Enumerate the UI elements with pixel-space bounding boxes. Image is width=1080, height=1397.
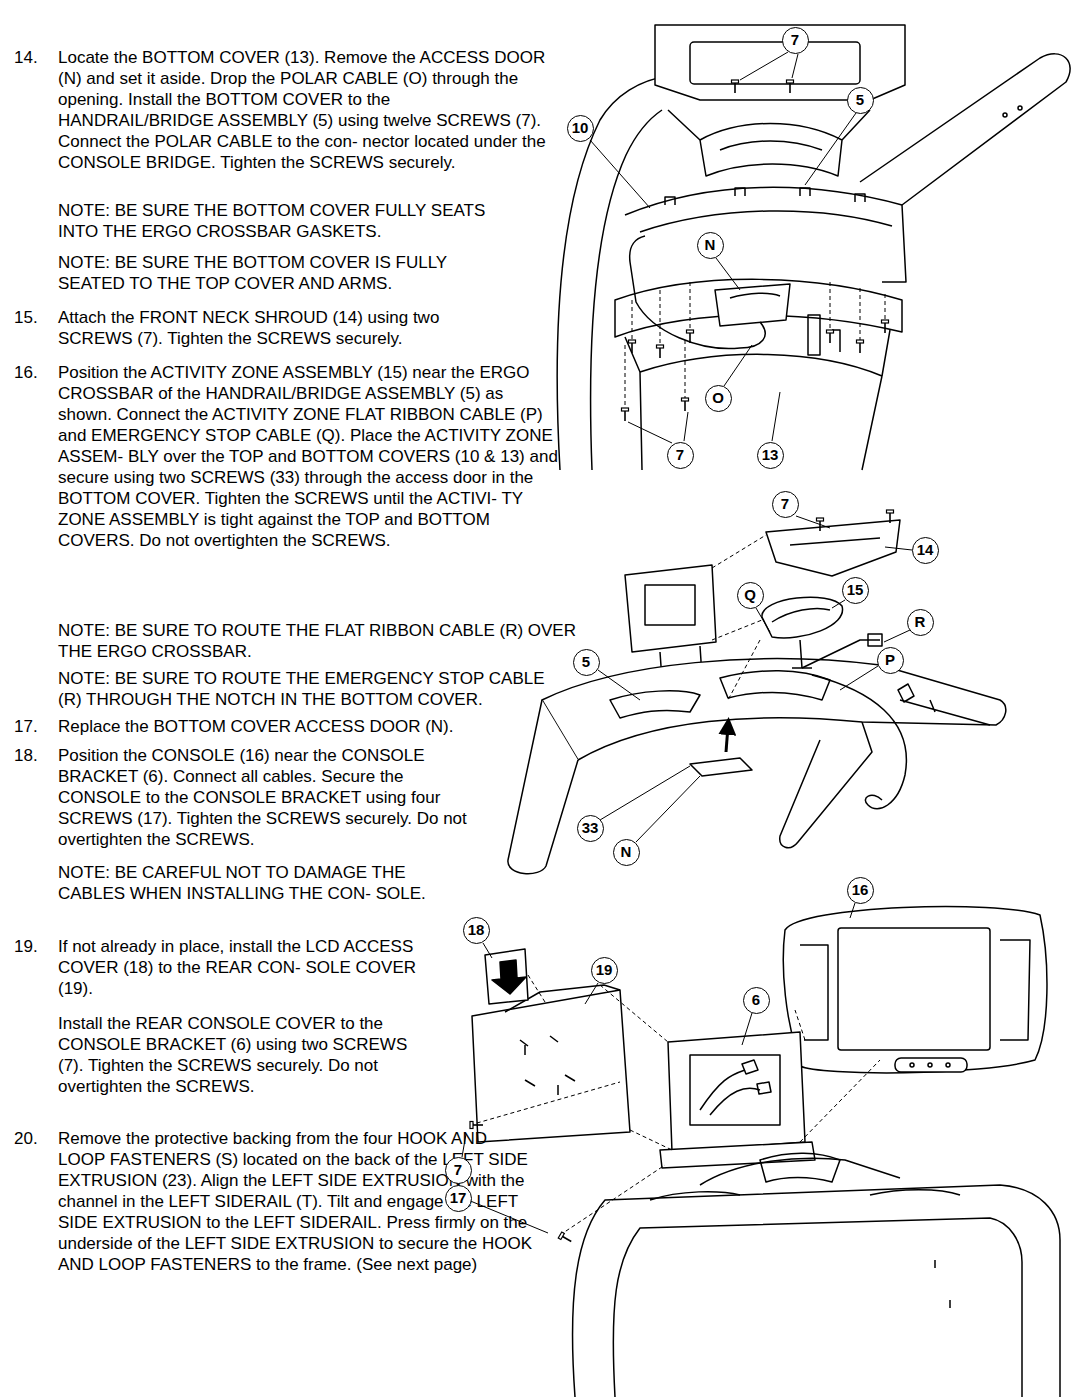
leader-lines — [462, 52, 912, 1233]
callout-number: R — [907, 609, 934, 636]
callout-number: 5 — [847, 87, 874, 114]
callout-number: 17 — [445, 1185, 472, 1212]
callout-number: 16 — [847, 877, 874, 904]
screws — [817, 510, 894, 531]
instruction-text: Locate the BOTTOM COVER (13). Remove the… — [58, 47, 548, 173]
step-number: 15. — [14, 307, 54, 328]
console-view — [470, 907, 1060, 1397]
wrap-spacer — [483, 530, 558, 614]
instruction-text: NOTE: BE SURE TO ROUTE THE EMERGENCY STO… — [58, 668, 548, 710]
screws — [622, 80, 889, 421]
callout-number: 7 — [782, 27, 809, 54]
callout-number: N — [613, 839, 640, 866]
instruction-text: If not already in place, install the LCD… — [58, 936, 418, 999]
step-number: 20. — [14, 1128, 54, 1149]
callout-number: 18 — [463, 917, 490, 944]
callout-number: 7 — [667, 442, 694, 469]
callout-number: O — [705, 385, 732, 412]
callout-number: P — [877, 647, 904, 674]
instruction-text: NOTE: BE SURE THE BOTTOM COVER FULLY SEA… — [58, 200, 528, 242]
callout-number: 7 — [772, 491, 799, 518]
callout-number: Q — [737, 582, 764, 609]
callout-number: 10 — [567, 115, 594, 142]
activity-zone-view — [508, 520, 1006, 874]
wrap-spacer — [433, 1275, 533, 1359]
callout-number: 14 — [912, 537, 939, 564]
instruction-text: Position the ACTIVITY ZONE ASSEMBLY (15)… — [58, 362, 558, 614]
step-number: 16. — [14, 362, 54, 383]
instruction-text: Replace the BOTTOM COVER ACCESS DOOR (N)… — [58, 716, 508, 737]
step-number: 14. — [14, 47, 54, 68]
callout-number: 6 — [743, 987, 770, 1014]
step-number: 19. — [14, 936, 54, 957]
step-number: 18. — [14, 745, 54, 766]
instruction-text: NOTE: BE SURE TO ROUTE THE FLAT RIBBON C… — [58, 620, 583, 662]
instruction-text: Position the CONSOLE (16) near the CONSO… — [58, 745, 478, 850]
instruction-text: NOTE: BE CAREFUL NOT TO DAMAGE THE CABLE… — [58, 862, 448, 904]
callout-number: 5 — [573, 649, 600, 676]
callout-number: 33 — [577, 815, 604, 842]
callout-number: 15 — [842, 577, 869, 604]
callout-number: 13 — [757, 442, 784, 469]
callout-number: 7 — [445, 1157, 472, 1184]
step-number: 17. — [14, 716, 54, 737]
bridge-view — [557, 25, 1070, 470]
instruction-text: Attach the FRONT NECK SHROUD (14) using … — [58, 307, 508, 349]
callout-number: N — [697, 232, 724, 259]
instruction-text: Install the REAR CONSOLE COVER to the CO… — [58, 1013, 418, 1097]
callout-number: 19 — [591, 957, 618, 984]
instruction-text: NOTE: BE SURE THE BOTTOM COVER IS FULLY … — [58, 252, 508, 294]
